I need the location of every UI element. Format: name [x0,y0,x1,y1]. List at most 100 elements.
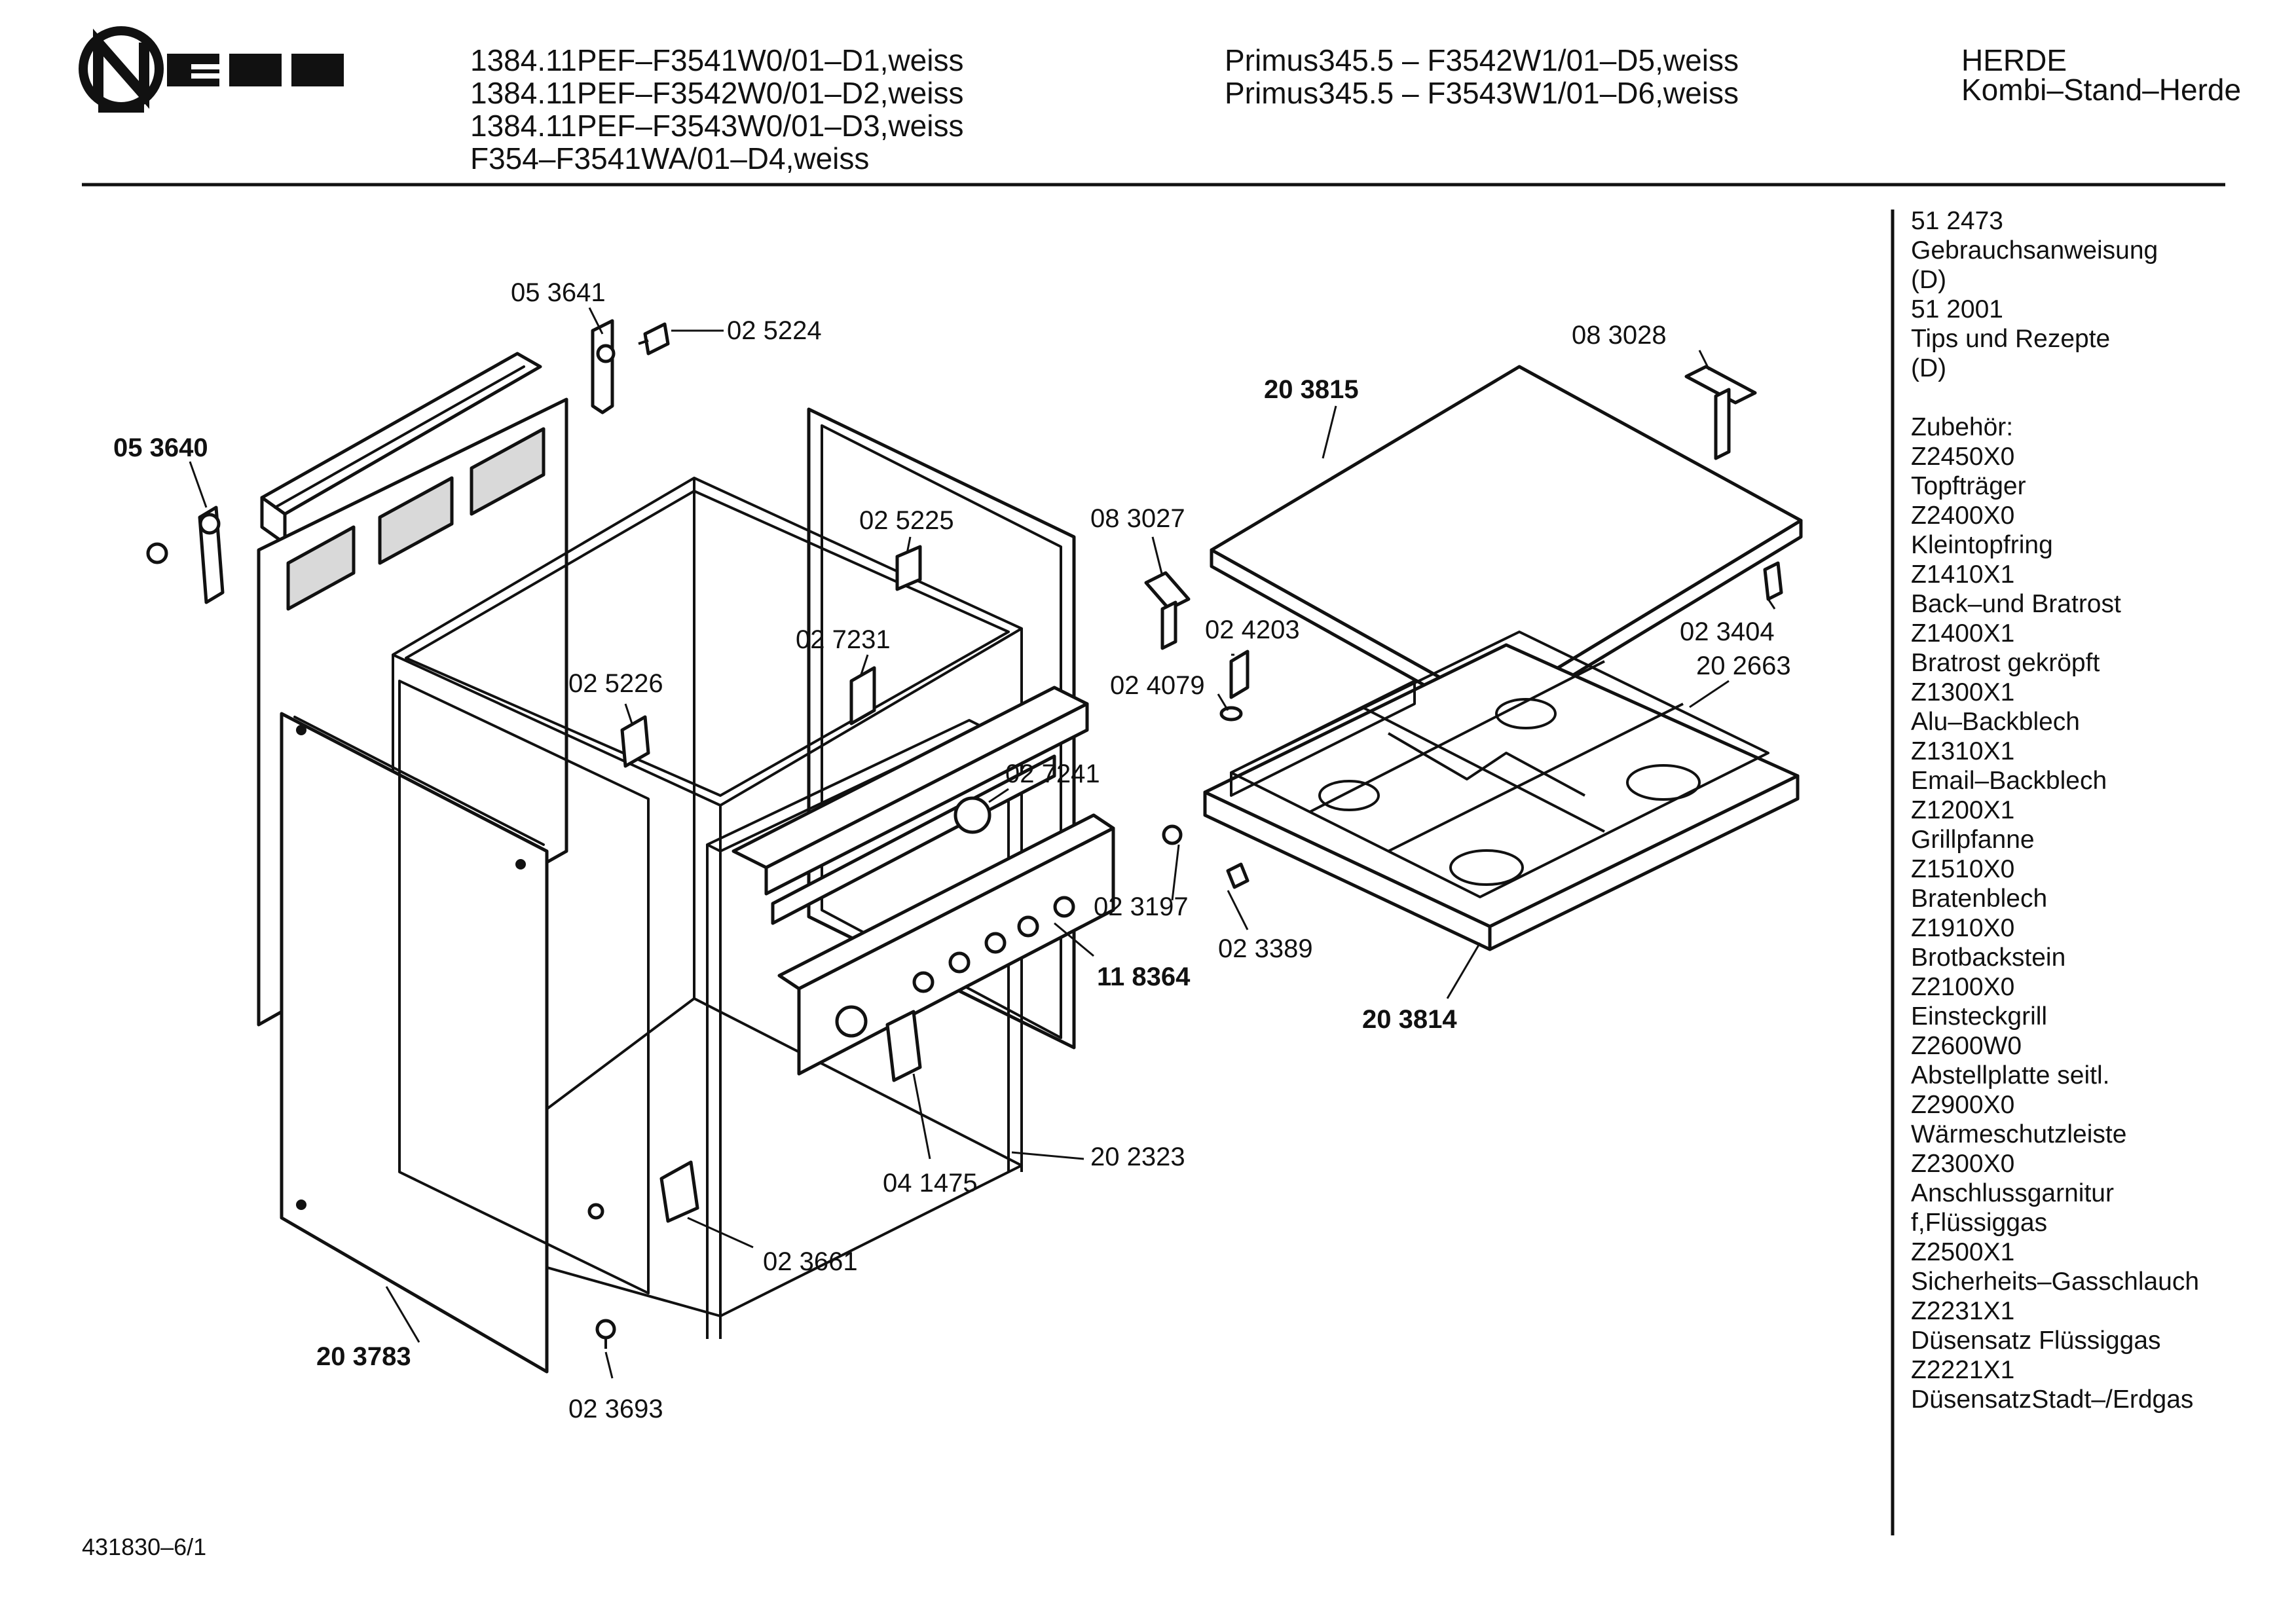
list-item: Abstellplatte seitl. [1911,1061,2110,1090]
clip-025226 [620,715,650,768]
washer-024079 [1219,706,1243,722]
category-title: HERDE [1961,43,2067,77]
model-line: Primus345.5 – F3543W1/01–D6,weiss [1225,76,1739,110]
neff-logo: NEFF [79,26,344,113]
logo-e-gap2 [191,73,219,79]
screw-hole [296,1200,306,1210]
bracket-041475 [885,1010,922,1082]
part-label: 02 5224 [727,316,822,345]
part-label: 08 3028 [1572,321,1667,350]
model-list-right: Primus345.5 – F3542W1/01–D5,weiss Primus… [1225,43,1739,110]
list-item: Z1910X0 [1911,914,2014,942]
list-item: Z2400X0 [1911,502,2014,530]
list-item: Z2100X0 [1911,973,2014,1001]
model-line: F354–F3541WA/01–D4,weiss [470,141,869,175]
list-item: Sicherheits–Gasschlauch [1911,1268,2199,1296]
nut-023197 [1162,824,1183,845]
control-rail [731,686,1089,925]
list-item: Back–und Bratrost [1911,590,2121,618]
list-item: Topfträger [1911,472,2026,500]
list-item: Wärmeschutzleiste [1911,1120,2126,1148]
list-item: (D) [1911,354,1946,382]
part-label: 02 7241 [1005,760,1100,788]
list-item: Bratrost gekröpft [1911,649,2100,677]
list-item: Email–Backblech [1911,767,2107,795]
hinge-083027 [1144,571,1191,650]
list-item: Z2231X1 [1911,1297,2014,1325]
clip-023404 [1763,561,1783,601]
list-item: Anschlussgarnitur [1911,1179,2114,1207]
list-item: Z2900X0 [1911,1091,2014,1119]
list-item: 51 2473 [1911,207,2003,235]
part-label: 11 8364 [1097,962,1191,991]
category-block: HERDE Kombi–Stand–Herde [1961,43,2241,107]
model-list-left: 1384.11PEF–F3541W0/01–D1,weiss 1384.11PE… [470,43,963,175]
part-label: 08 3027 [1090,504,1185,533]
part-label: 20 3814 [1362,1005,1457,1034]
hinge-bracket-053640 [146,505,225,604]
latch-027231 [849,666,876,725]
model-line: 1384.11PEF–F3542W0/01–D2,weiss [470,76,963,110]
list-item: Z1400X1 [1911,619,2014,648]
model-line: Primus345.5 – F3542W1/01–D5,weiss [1225,43,1739,77]
screw-hole [296,725,306,735]
list-item: Zubehör: [1911,413,2013,441]
list-item: Kleintopfring [1911,531,2053,559]
list-item: Grillpfanne [1911,826,2035,854]
screw-025224 [638,322,670,356]
part-label: 02 4203 [1205,615,1300,644]
list-item: Z2450X0 [1911,443,2014,471]
part-label: 05 3641 [511,278,606,307]
accessory-list: 51 2473 Gebrauchsanweisung (D) 51 2001 T… [1911,207,2199,1414]
leader-lines [189,307,1776,1379]
left-side-door-panel [280,712,549,1374]
part-label: 20 3815 [1264,375,1359,404]
list-item: Z2300X0 [1911,1150,2014,1178]
part-label: 20 2323 [1090,1143,1185,1171]
logo-letter-f2 [291,54,344,86]
list-item: Z2600W0 [1911,1032,2022,1060]
list-item: Gebrauchsanweisung [1911,236,2158,265]
screw-hole [515,859,526,870]
part-label: 02 7231 [796,625,891,654]
part-number-labels: 05 3641 02 5224 05 3640 02 5225 02 5226 … [113,278,1791,1423]
list-item: Bratenblech [1911,885,2047,913]
list-item: Z1410X1 [1911,560,2014,589]
part-label: 02 4079 [1110,671,1205,700]
list-item: Brotbackstein [1911,943,2065,972]
list-item: Z2221X1 [1911,1356,2014,1384]
screw-small-door [587,1203,604,1220]
part-label: 02 5225 [859,506,954,535]
control-panel-fascia [777,813,1115,1076]
nut-023389 [1226,862,1250,889]
list-item: Z1200X1 [1911,796,2014,824]
hob-tray [1203,643,1800,951]
list-item: Einsteckgrill [1911,1002,2047,1031]
list-item: Alu–Backblech [1911,708,2080,736]
screw-023693 [595,1319,616,1349]
part-label: 02 3389 [1218,934,1313,963]
part-label: 02 3661 [763,1247,858,1276]
part-label: 02 3693 [568,1395,663,1423]
logo-n-glyph [93,28,149,109]
pan-support-grid [1230,631,1769,898]
list-item: Z1310X1 [1911,737,2014,765]
list-item: Z1510X0 [1911,855,2014,883]
logo-e-gap1 [191,64,219,69]
logo-letter-e [167,54,219,86]
model-line: 1384.11PEF–F3541W0/01–D1,weiss [470,43,963,77]
part-label: 20 3783 [316,1342,411,1371]
part-label: 02 3197 [1094,892,1189,921]
document-number: 431830–6/1 [82,1533,206,1560]
list-item: Z1300X1 [1911,678,2014,706]
bracket-023661 [659,1160,699,1223]
part-label: 02 3404 [1680,617,1775,646]
front-frame-member [706,719,1023,1339]
brand-name: NEFF [223,111,225,112]
list-item: Düsensatz Flüssiggas [1911,1327,2161,1355]
list-item: DüsensatzStadt–/Erdgas [1911,1385,2193,1414]
category-subtitle: Kombi–Stand–Herde [1961,73,2241,107]
list-item: Tips und Rezepte [1911,325,2110,353]
clip-025225 [895,545,922,591]
